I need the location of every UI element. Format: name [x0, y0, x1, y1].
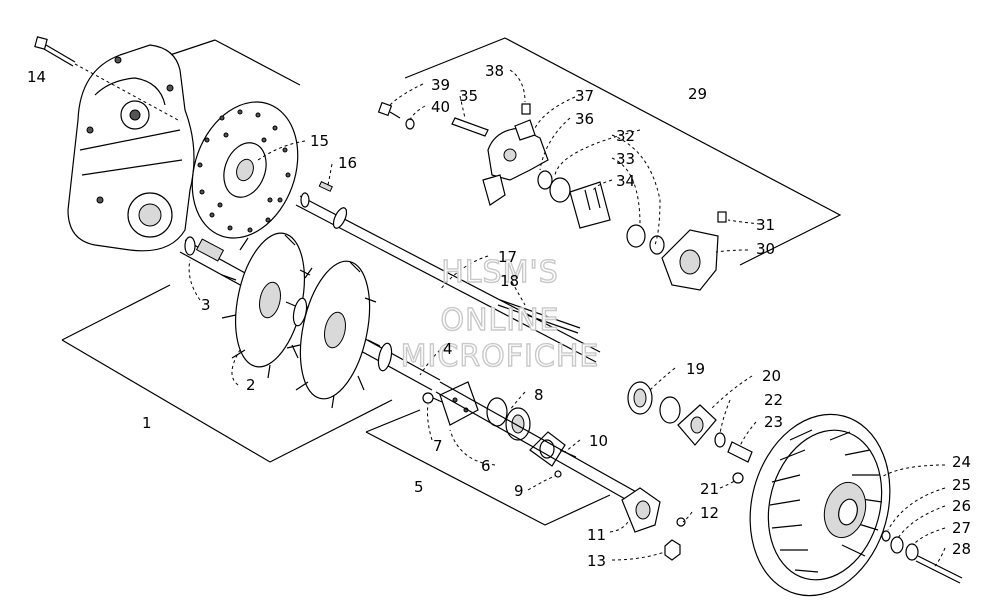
callout-6: 6: [481, 457, 491, 475]
bleeder-38: [521, 103, 531, 115]
flange-20: [677, 404, 717, 446]
disc-holes: [197, 109, 291, 233]
o-ring-32b: [649, 235, 665, 255]
rod-18: [497, 281, 581, 334]
callout-27: 27: [952, 519, 971, 537]
piston-33: [549, 177, 571, 203]
callout-9: 9: [514, 482, 524, 500]
nut-13: [664, 539, 681, 561]
group-outline-29: [404, 37, 842, 266]
callout-2: 2: [246, 376, 256, 394]
watermark-line-3: MICROFICHE: [401, 339, 600, 374]
callout-3: 3: [201, 296, 211, 314]
axle-extension: [435, 381, 641, 505]
callout-34: 34: [616, 172, 635, 190]
callout-8: 8: [534, 386, 544, 404]
bolt-28: [915, 555, 963, 584]
callout-37: 37: [575, 87, 594, 105]
caliper-36: [482, 127, 549, 206]
bolt-39: [377, 101, 401, 119]
key-16: [318, 180, 333, 192]
washer-26: [890, 536, 904, 554]
watermark: HLSM'S ONLINE MICROFICHE: [400, 254, 600, 374]
sprocket-2-left: [221, 232, 313, 379]
callout-24: 24: [952, 453, 971, 471]
callout-36: 36: [575, 110, 594, 128]
bearing-flange-7: [439, 381, 479, 426]
callout-35: 35: [459, 87, 478, 105]
group-outline-1: [61, 39, 393, 463]
leader-lines: [188, 69, 946, 567]
group-outline-5: [365, 409, 611, 526]
caliper-half-30: [661, 229, 719, 291]
callout-26: 26: [952, 497, 971, 515]
spacer-23: [727, 441, 753, 463]
callout-22: 22: [764, 391, 783, 409]
callout-28: 28: [952, 540, 971, 558]
callout-14: 14: [27, 68, 46, 86]
callout-33: 33: [616, 150, 635, 168]
callout-12: 12: [700, 504, 719, 522]
callout-38: 38: [485, 62, 504, 80]
callout-4: 4: [443, 340, 453, 358]
callout-10: 10: [589, 432, 608, 450]
callout-13: 13: [587, 552, 606, 570]
callout-29: 29: [688, 85, 707, 103]
nut-9: [554, 470, 562, 478]
bearing-cup-19: [627, 381, 681, 424]
washer-27: [905, 543, 919, 561]
callout-5: 5: [414, 478, 424, 496]
callout-39: 39: [431, 76, 450, 94]
pin-35: [451, 117, 489, 137]
callout-1: 1: [142, 414, 152, 432]
chaincase-housing: [67, 44, 195, 252]
watermark-line-1: HLSM'S: [441, 255, 559, 290]
callout-7: 7: [433, 437, 443, 455]
washer-22: [714, 432, 726, 448]
callout-18: 18: [500, 272, 519, 290]
brake-pad-34: [569, 181, 611, 229]
bolt-14: [34, 36, 179, 121]
bolt-7: [422, 392, 443, 404]
callout-19: 19: [686, 360, 705, 378]
callout-15: 15: [310, 132, 329, 150]
pad-clip-37: [514, 119, 536, 141]
brake-disc-15: [191, 101, 299, 239]
callout-21: 21: [700, 480, 719, 498]
bearing-8: [486, 397, 531, 441]
bolt-12: [676, 517, 686, 527]
callout-25: 25: [952, 476, 971, 494]
bolt-21: [732, 472, 744, 484]
callout-31: 31: [756, 216, 775, 234]
washer-40: [405, 118, 415, 130]
callout-11: 11: [587, 526, 606, 544]
callout-40: 40: [431, 98, 450, 116]
callout-17: 17: [498, 248, 517, 266]
callout-32: 32: [616, 127, 635, 145]
callout-20: 20: [762, 367, 781, 385]
piston-33b: [626, 224, 646, 248]
o-ring-32: [537, 170, 553, 190]
driven-clutch-24: [749, 413, 891, 597]
watermark-line-2: ONLINE: [440, 303, 559, 338]
callout-23: 23: [764, 413, 783, 431]
end-cap-11: [621, 487, 661, 533]
callout-30: 30: [756, 240, 775, 258]
washer-25: [881, 530, 891, 542]
callout-16: 16: [338, 154, 357, 172]
bearing-spacer-4: [292, 297, 393, 372]
callouts: 1 2 3 4 5 6 7 8 9 10 11 12 13 14 15 16 1…: [27, 62, 971, 570]
bleeder-31: [717, 211, 727, 223]
sprocket-2-right: [285, 260, 381, 409]
